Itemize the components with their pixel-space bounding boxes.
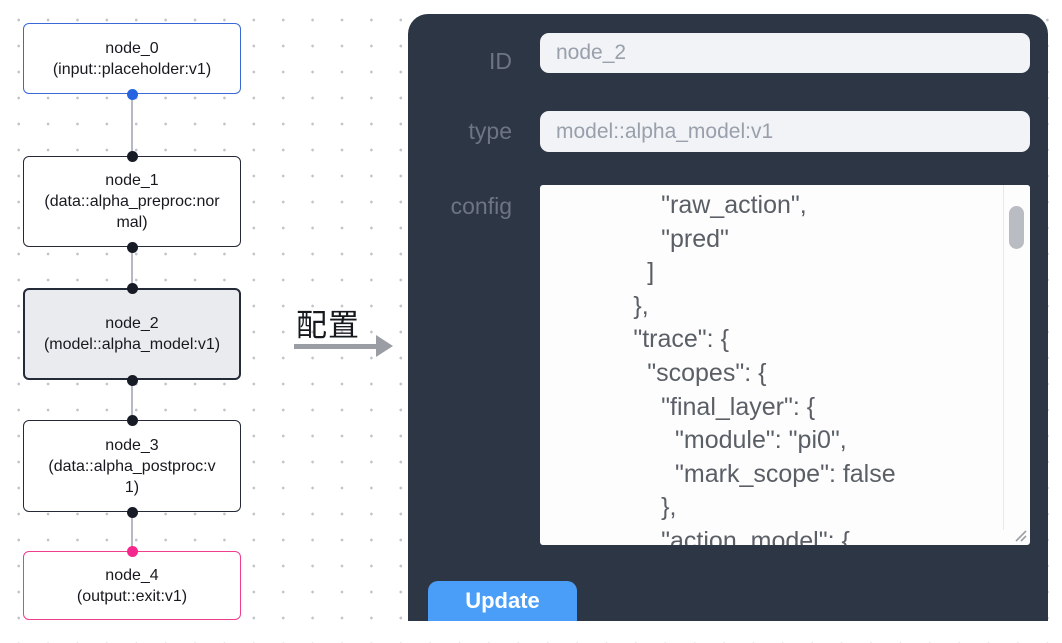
node-type: (output::exit:v1) <box>76 587 188 605</box>
port-node3-top[interactable] <box>126 414 138 426</box>
port-node1-top[interactable] <box>126 150 138 162</box>
update-button[interactable]: Update <box>428 581 577 621</box>
flow-node-node_3[interactable]: node_3 (data::alpha_postproc:v1) <box>23 420 241 512</box>
id-field-label: ID <box>489 48 512 74</box>
flow-node-node_2-selected[interactable]: node_2 (model::alpha_model:v1) <box>23 288 241 380</box>
configure-arrow-label: 配置 <box>296 308 360 343</box>
node-name: node_3 <box>105 436 159 454</box>
port-node4-top[interactable] <box>126 545 138 557</box>
id-input[interactable] <box>540 33 1030 73</box>
configure-arrow-head-icon <box>376 335 393 357</box>
node-type: (data::alpha_preproc:normal) <box>44 193 220 231</box>
node-config-panel: ID type config "raw_action", "pred" ] },… <box>408 14 1048 621</box>
flow-node-node_4[interactable]: node_4 (output::exit:v1) <box>23 551 241 620</box>
config-scrollbar-track[interactable] <box>1003 185 1030 530</box>
port-node2-bottom[interactable] <box>126 374 138 386</box>
port-node1-bottom[interactable] <box>126 241 138 253</box>
edge-node3-node4 <box>131 512 133 551</box>
node-name: node_2 <box>105 315 159 332</box>
node-type: (input::placeholder:v1) <box>52 60 212 78</box>
node-type: (data::alpha_postproc:v1) <box>48 457 216 496</box>
port-node3-bottom[interactable] <box>126 506 138 518</box>
config-textarea[interactable]: "raw_action", "pred" ] }, "trace": { "sc… <box>540 185 1030 545</box>
type-field-label: type <box>468 118 512 144</box>
edge-node1-node2 <box>131 247 133 288</box>
edge-node0-node1 <box>131 94 133 156</box>
port-node2-top[interactable] <box>126 282 138 294</box>
node-type: (model::alpha_model:v1) <box>43 336 221 353</box>
edge-node2-node3 <box>131 380 133 420</box>
config-scrollbar-thumb[interactable] <box>1009 206 1024 249</box>
textarea-resize-handle-icon[interactable] <box>1012 527 1028 543</box>
node-name: node_0 <box>105 39 159 57</box>
port-node0-bottom[interactable] <box>126 88 138 100</box>
node-name: node_4 <box>105 566 159 584</box>
flow-node-node_1[interactable]: node_1 (data::alpha_preproc:normal) <box>23 156 241 247</box>
config-field-label: config <box>450 193 512 219</box>
flow-node-node_0[interactable]: node_0 (input::placeholder:v1) <box>23 23 241 94</box>
configure-arrow-shaft <box>294 344 378 349</box>
node-name: node_1 <box>105 172 159 189</box>
type-input[interactable] <box>540 111 1030 152</box>
config-json-text: "raw_action", "pred" ] }, "trace": { "sc… <box>633 191 896 545</box>
